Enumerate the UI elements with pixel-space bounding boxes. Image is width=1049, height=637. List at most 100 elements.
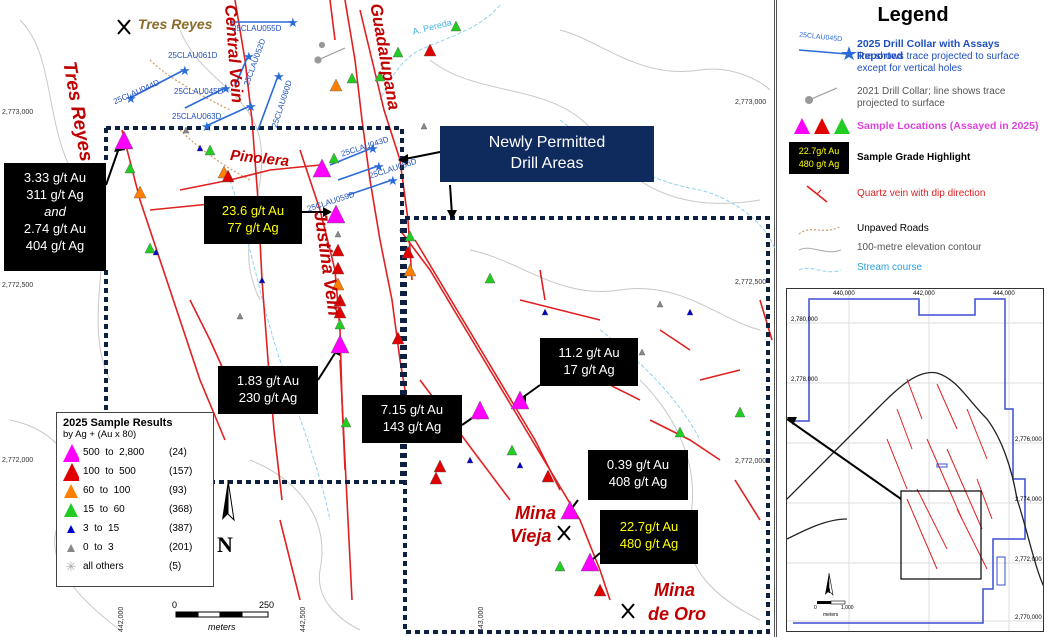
sample-marker xyxy=(391,331,405,345)
coord-y-2772500-right: 2,772,500 xyxy=(735,279,767,286)
inset-coord-y: 2,776,000 xyxy=(1015,437,1042,443)
sample-marker xyxy=(554,560,566,572)
coord-x-443000: 443,000 xyxy=(478,606,485,632)
scale-unit: meters xyxy=(208,622,236,632)
grade-callout-east-2: 7.15 g/t Au 143 g/t Ag xyxy=(362,395,462,443)
coord-y-2772000-right: 2,772,000 xyxy=(735,458,767,465)
map-panel: ★★★★★★★★★★★ 2,773,000 2,772,500 2 xyxy=(2,0,775,637)
sample-marker xyxy=(450,20,462,32)
sample-marker xyxy=(334,230,342,238)
triangle-icon xyxy=(63,541,79,555)
drill-collar-star-icon: ★ xyxy=(373,160,385,175)
legend-row-drill-2021: 2021 Drill Collar; line shows trace proj… xyxy=(777,84,1049,112)
results-to: 2,800 xyxy=(119,447,145,458)
sample-results-legend: 2025 Sample Results by Ag + (Au x 80) 50… xyxy=(56,412,214,587)
legend-row-grade-highlight: 22.7g/t Au 480 g/t Ag Sample Grade Highl… xyxy=(777,142,1049,176)
legend-grade-sample-au: 22.7g/t Au xyxy=(798,146,840,156)
callout-au: 11.2 g/t Au xyxy=(558,345,620,360)
results-to-word: to xyxy=(94,542,103,553)
sample-marker xyxy=(433,459,447,473)
sample-marker xyxy=(331,261,345,275)
sample-marker xyxy=(484,272,496,284)
results-to-word: to xyxy=(105,447,114,458)
legend-row-stream: Stream course xyxy=(777,260,1049,280)
inset-pointer-arrowhead xyxy=(787,417,797,425)
sample-marker xyxy=(312,158,332,178)
results-to: 60 xyxy=(113,504,125,515)
legend-roads-label: Unpaved Roads xyxy=(857,223,929,234)
contour-icon xyxy=(798,247,842,253)
results-row: 3 to 15(387) xyxy=(63,519,207,538)
sample-marker xyxy=(510,390,530,410)
inset-feature xyxy=(936,463,948,468)
drill-label: 25CLAU055D xyxy=(232,24,282,33)
sample-marker xyxy=(114,130,134,150)
sample-marker xyxy=(258,276,266,284)
unpaved-roads xyxy=(149,59,251,181)
sample-marker xyxy=(686,308,694,316)
place-tres-reyes-small: Tres Reyes xyxy=(138,16,213,32)
results-from: 100 xyxy=(83,466,100,477)
inset-grid xyxy=(787,289,1043,631)
callout-au: 2.74 g/t Au xyxy=(23,221,87,236)
inset-coord-y: 2,770,000 xyxy=(1015,615,1042,621)
drill-collar-star-icon: ★ xyxy=(387,174,399,189)
sample-marker xyxy=(674,426,686,438)
callout-ag: 17 g/t Ag xyxy=(563,362,615,377)
legend-row-contour: 100-metre elevation contour xyxy=(777,240,1049,260)
callout-ag: 230 g/t Ag xyxy=(238,390,298,405)
legend-drill-2025-title: 2025 Drill Collar with Assays Reported xyxy=(857,38,1000,62)
drill-label: 25CLAU045D xyxy=(174,87,224,96)
callout-ag: 143 g/t Ag xyxy=(382,419,442,434)
legend-row-quartz-vein: Quartz vein with dip direction xyxy=(777,184,1049,204)
sample-marker xyxy=(331,243,345,257)
sample-marker xyxy=(429,471,443,485)
inset-coord-y: 2,772,000 xyxy=(1015,557,1042,563)
sample-marker xyxy=(204,144,216,156)
triangle-icon xyxy=(63,502,79,517)
sample-marker xyxy=(330,334,350,354)
north-arrow xyxy=(222,479,235,522)
callout-ag: 311 g/t Ag xyxy=(26,187,84,202)
sample-marker xyxy=(144,242,156,254)
results-count: (24) xyxy=(169,447,187,458)
coord-y-2773000: 2,773,000 xyxy=(2,109,34,116)
coord-x-442500: 442,500 xyxy=(300,606,307,632)
callout-au: 7.15 g/t Au xyxy=(380,402,444,417)
drill-collar-star-icon: ★ xyxy=(367,142,379,157)
inset-pointer-line xyxy=(787,418,902,500)
coord-y-2772000: 2,772,000 xyxy=(2,457,34,464)
place-mina-de-oro-line2: de Oro xyxy=(648,604,707,624)
callout-ag: 404 g/t Ag xyxy=(25,238,85,253)
sample-marker xyxy=(340,416,352,428)
sample-marker xyxy=(333,305,347,319)
results-count: (93) xyxy=(169,485,187,496)
sample-marker xyxy=(656,300,664,308)
place-mina-vieja-line2: Vieja xyxy=(510,526,552,546)
inset-feature xyxy=(996,556,1006,586)
drill-collar-star-icon: ★ xyxy=(273,70,285,85)
place-mina-vieja-line1: Mina xyxy=(515,503,557,523)
legend-grade-highlight-label: Sample Grade Highlight xyxy=(857,152,971,163)
drill-collar-star-icon: ★ xyxy=(287,16,299,31)
newly-permitted-drill-areas-label: Newly Permitted Drill Areas xyxy=(440,126,654,182)
callout-ag: 408 g/t Ag xyxy=(608,474,668,489)
drill-collar-2025-icon xyxy=(798,46,857,60)
grade-highlight-icon: 22.7g/t Au 480 g/t Ag xyxy=(789,142,849,174)
coord-y-2772500: 2,772,500 xyxy=(2,282,34,289)
scale-end: 250 xyxy=(259,600,275,610)
results-row: 500 to 2,800(24) xyxy=(63,443,207,462)
inset-coord-y: 2,778,000 xyxy=(791,377,818,383)
results-range: 500 to 2,800 xyxy=(83,447,169,458)
triangle-icon xyxy=(63,443,79,462)
results-from: 15 xyxy=(83,504,95,515)
results-to: 15 xyxy=(108,523,120,534)
sample-marker xyxy=(124,162,136,174)
inset-north-arrow xyxy=(825,572,834,596)
results-others-label: all others xyxy=(83,561,124,572)
place-mina-de-oro-line1: Mina xyxy=(654,580,696,600)
inset-scale-unit: meters xyxy=(823,612,839,618)
scale-bar xyxy=(175,611,269,618)
results-count: (157) xyxy=(169,466,193,477)
sample-marker xyxy=(326,204,346,224)
